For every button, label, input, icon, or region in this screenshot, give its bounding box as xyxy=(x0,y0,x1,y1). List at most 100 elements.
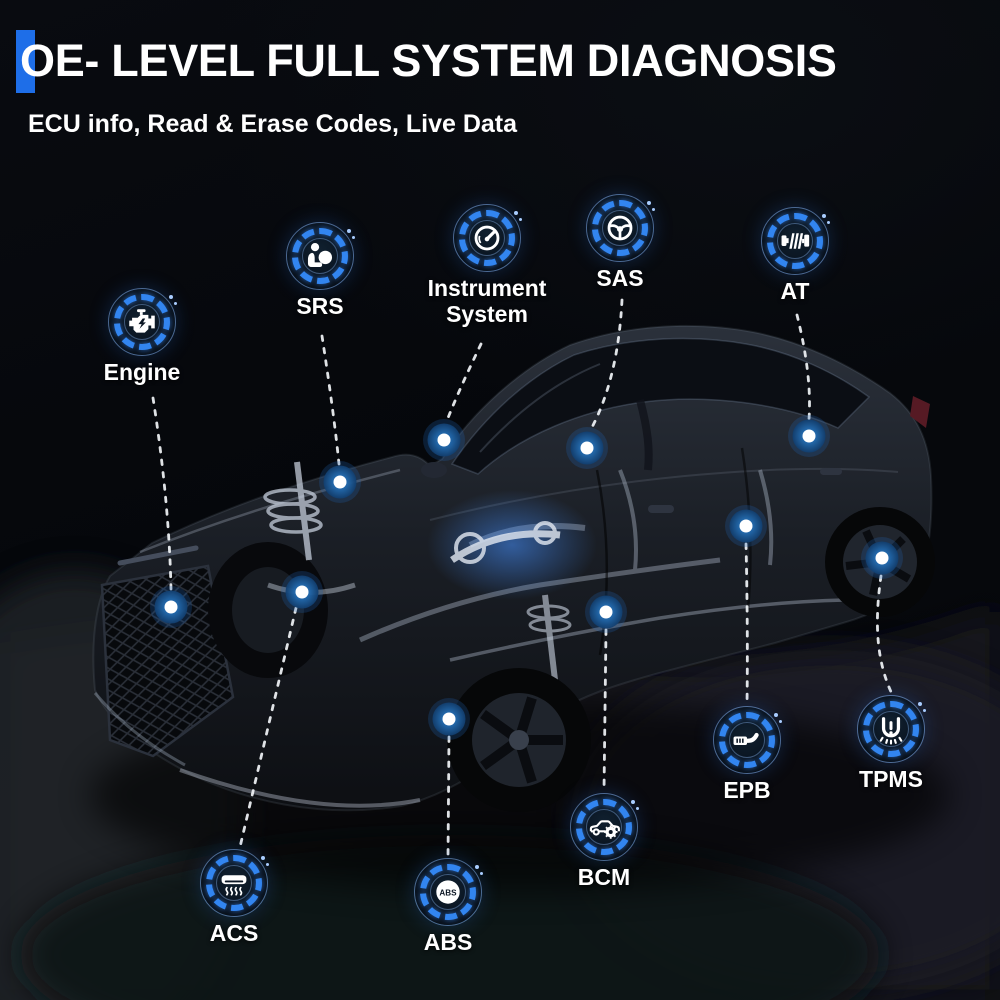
srs-leader-line xyxy=(320,334,341,466)
page-subtitle: ECU info, Read & Erase Codes, Live Data xyxy=(28,110,518,138)
engine-leader-line xyxy=(151,396,173,591)
front-wheel xyxy=(447,668,591,812)
badge-spark-dot xyxy=(519,218,522,221)
acs-target-dot xyxy=(281,571,323,613)
car-windows xyxy=(450,337,871,475)
badge-spark-dot xyxy=(480,872,483,875)
engine-icon xyxy=(109,289,175,355)
badge-outer-ring xyxy=(570,793,638,861)
taillight xyxy=(910,396,930,428)
badge-outer-ring xyxy=(857,695,925,763)
system-label: ABS xyxy=(423,929,473,955)
bcm-target-dot xyxy=(585,591,627,633)
engine-target-dot xyxy=(150,586,192,628)
gauge-icon xyxy=(454,205,520,271)
badge-spark-dot xyxy=(266,863,269,866)
badge-inner-ring xyxy=(430,874,466,910)
side-mirror xyxy=(421,462,447,478)
system-badge-epb: EPB xyxy=(713,706,782,803)
system-badge-sas: SAS xyxy=(586,194,655,291)
badge-spark-dot xyxy=(827,221,830,224)
badge-outer-ring xyxy=(713,706,781,774)
tire-pressure-icon xyxy=(858,696,924,762)
badge-inner-ring xyxy=(586,809,622,845)
system-badge-acs: ACS xyxy=(200,849,269,946)
acs-leader-line xyxy=(238,606,298,849)
badge-inner-ring xyxy=(124,304,160,340)
steering-wheel-icon xyxy=(587,195,653,261)
system-label: SRS xyxy=(296,293,344,319)
badge-spark-dot xyxy=(261,856,265,860)
abs-icon: ABS xyxy=(415,859,481,925)
badge-inner-ring xyxy=(729,722,765,758)
badge-inner-ring xyxy=(777,223,813,259)
badge-spark-dot xyxy=(822,214,826,218)
front-grille xyxy=(100,564,235,758)
car-gear-icon xyxy=(571,794,637,860)
system-label: BCM xyxy=(577,864,631,890)
system-badge-bcm: BCM xyxy=(570,793,639,890)
steering-unit xyxy=(450,521,561,564)
system-badge-engine: Engine xyxy=(104,288,180,385)
badge-inner-ring xyxy=(602,210,638,246)
badge-spark-dot xyxy=(169,295,173,299)
badge-outer-ring xyxy=(286,222,354,290)
system-badge-abs: ABS ABS xyxy=(414,858,483,955)
at-leader-line xyxy=(795,313,811,421)
at-target-dot xyxy=(788,415,830,457)
system-badge-srs: SRS xyxy=(286,222,355,319)
sas-target-dot xyxy=(566,427,608,469)
badge-spark-dot xyxy=(174,302,177,305)
title-accent-block xyxy=(16,30,35,93)
system-label: AT xyxy=(780,278,810,304)
system-label: ACS xyxy=(209,920,259,946)
badge-outer-ring xyxy=(414,858,482,926)
badge-spark-dot xyxy=(347,229,351,233)
door-handle xyxy=(820,468,842,475)
badge-inner-ring xyxy=(216,865,252,901)
instrument-target-dot xyxy=(423,419,465,461)
parking-brake-icon xyxy=(714,707,780,773)
badge-spark-dot xyxy=(779,720,782,723)
badge-outer-ring xyxy=(453,204,521,272)
srs-target-dot xyxy=(319,461,361,503)
epb-leader-line xyxy=(744,542,749,706)
badge-spark-dot xyxy=(514,211,518,215)
badge-outer-ring xyxy=(200,849,268,917)
badge-inner-ring xyxy=(873,711,909,747)
abs-target-dot xyxy=(428,698,470,740)
tpms-leader-line xyxy=(876,574,894,696)
badge-outer-ring xyxy=(761,207,829,275)
car-body xyxy=(92,324,935,812)
badge-spark-dot xyxy=(918,702,922,706)
epb-target-dot xyxy=(725,505,767,547)
system-label: SAS xyxy=(596,265,644,291)
system-badge-instrument: Instrument System xyxy=(428,204,546,327)
badge-spark-dot xyxy=(636,807,639,810)
page-title: OE- LEVEL FULL SYSTEM DIAGNOSIS xyxy=(20,35,837,86)
badge-inner-ring xyxy=(302,238,338,274)
badge-outer-ring xyxy=(108,288,176,356)
badge-spark-dot xyxy=(652,208,655,211)
system-label: TPMS xyxy=(859,766,923,792)
transmission-icon xyxy=(762,208,828,274)
tpms-target-dot xyxy=(861,537,903,579)
badge-spark-dot xyxy=(923,709,926,712)
steering-unit-glow xyxy=(427,490,597,600)
system-label: Engine xyxy=(103,359,181,385)
instrument-leader-line xyxy=(444,342,483,425)
badge-spark-dot xyxy=(774,713,778,717)
abs-leader-line xyxy=(446,735,451,859)
airbag-icon xyxy=(287,223,353,289)
badge-spark-dot xyxy=(647,201,651,205)
bcm-leader-line xyxy=(602,628,608,793)
system-badge-tpms: TPMS xyxy=(857,695,926,792)
system-badge-at: AT xyxy=(761,207,830,304)
badge-outer-ring xyxy=(586,194,654,262)
door-handle xyxy=(648,505,674,513)
badge-inner-ring xyxy=(469,220,505,256)
headlight xyxy=(117,545,199,566)
